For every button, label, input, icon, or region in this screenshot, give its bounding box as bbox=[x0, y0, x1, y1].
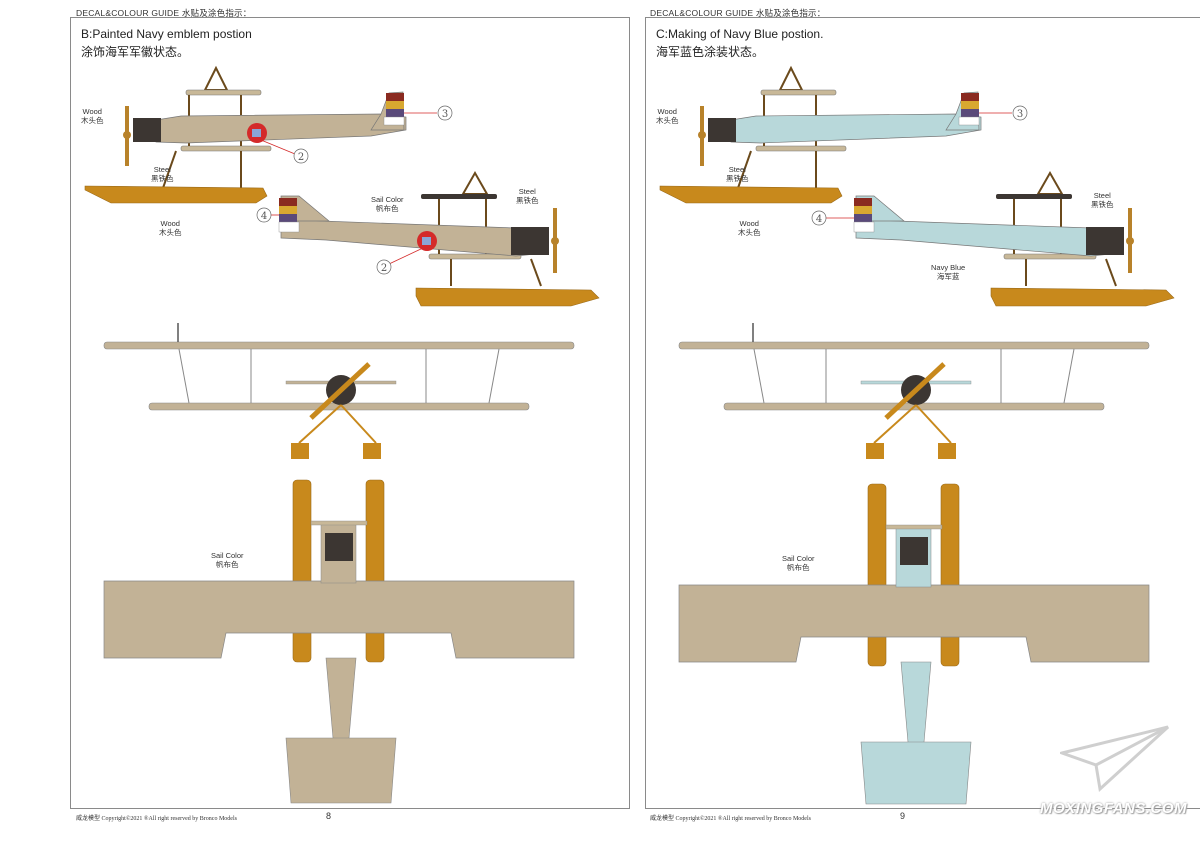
page-panel-left: B:Painted Navy emblem postion 涂饰海军军徽状态。 bbox=[70, 17, 630, 809]
aircraft-drawing-left: 3 2 4 2 bbox=[84, 65, 600, 804]
footer-right: 威龙模型 Copyright©2021 ®All right reserved … bbox=[650, 816, 811, 822]
section-title-b: B:Painted Navy emblem postion bbox=[81, 27, 252, 41]
top-view bbox=[103, 479, 575, 804]
side-view-1-navy bbox=[659, 65, 982, 204]
top-view-navy bbox=[678, 483, 1150, 805]
page-number-left: 8 bbox=[326, 811, 332, 821]
section-subtitle-b: 涂饰海军军徽状态。 bbox=[81, 45, 190, 59]
paper-plane-icon bbox=[1060, 725, 1170, 792]
front-view-navy bbox=[678, 323, 1150, 459]
side-view-2 bbox=[278, 170, 600, 307]
callout-4: 4 bbox=[261, 211, 267, 222]
callout-3: 3 bbox=[442, 109, 448, 120]
callout-4-right: 4 bbox=[816, 214, 822, 225]
page-panel-right: C:Making of Navy Blue postion. 海军蓝色涂装状态。 bbox=[645, 17, 1200, 809]
callout-3-right: 3 bbox=[1017, 109, 1023, 120]
section-subtitle-c: 海军蓝色涂装状态。 bbox=[656, 45, 765, 59]
aircraft-drawing-right: 3 4 bbox=[659, 65, 1175, 805]
callout-2a: 2 bbox=[298, 152, 304, 163]
side-view-2-navy bbox=[853, 170, 1175, 307]
section-title-c: C:Making of Navy Blue postion. bbox=[656, 27, 824, 41]
page-number-right: 9 bbox=[900, 811, 906, 821]
callout-2b: 2 bbox=[381, 263, 387, 274]
front-view bbox=[103, 323, 575, 459]
footer-left: 威龙模型 Copyright©2021 ®All right reserved … bbox=[76, 816, 237, 822]
side-view-1 bbox=[84, 65, 407, 204]
watermark: MOXINGFANS.COM bbox=[1040, 800, 1188, 817]
page-header-left: DECAL&COLOUR GUIDE 水贴及涂色指示： bbox=[76, 8, 252, 18]
page-header-right: DECAL&COLOUR GUIDE 水贴及涂色指示： bbox=[650, 8, 826, 18]
